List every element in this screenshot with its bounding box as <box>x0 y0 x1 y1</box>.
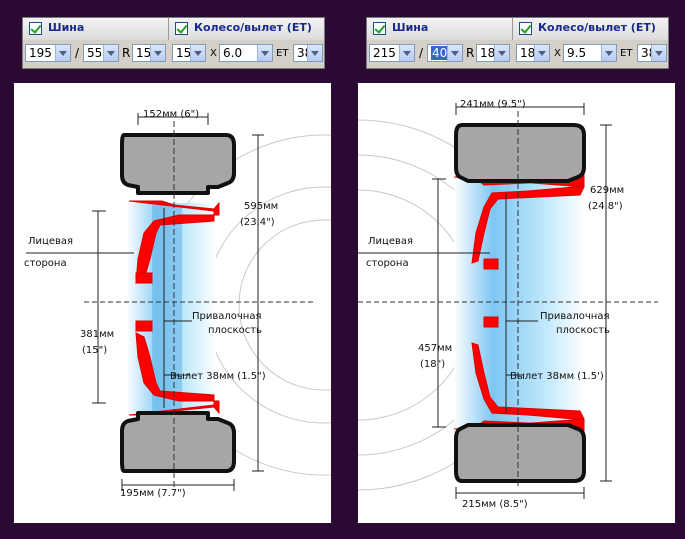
face-label-2: сторона <box>366 258 409 269</box>
tire-width-select[interactable]: 195 <box>25 44 71 62</box>
chevron-down-icon <box>55 45 70 61</box>
offset-label: Вылет 38мм (1.5') <box>510 371 604 382</box>
tire-sections <box>120 133 236 473</box>
chevron-down-icon <box>150 45 165 61</box>
wheel-diameter-value: 18 <box>520 46 536 60</box>
chevron-down-icon <box>399 45 414 61</box>
dimension-lines <box>26 113 264 491</box>
right-wheel-diagram: 241мм (9.5") 629мм (24.8") Лицевая сторо… <box>358 83 675 523</box>
tire-checkbox[interactable] <box>29 22 42 35</box>
mount-label-2: плоскость <box>556 325 610 336</box>
height-in-label: (23.4") <box>240 217 275 228</box>
top-width-label: 152мм (6") <box>143 109 199 120</box>
wheel-header: Колесо/вылет (ET) <box>169 18 324 40</box>
rim-width-value: 6.0 <box>223 46 243 60</box>
x-label: X <box>210 48 217 59</box>
height-in-label: (24.8") <box>588 201 623 212</box>
left-selectors: 195 / 55 R 15 15 X 6.0 ЕТ 38 <box>23 40 324 66</box>
top-width-label: 241мм (9.5") <box>460 99 526 110</box>
rim-barrel <box>454 181 584 431</box>
tire-diameter-select[interactable]: 15 <box>132 44 166 62</box>
dimension-lines <box>358 103 612 499</box>
tire-profile-select[interactable]: 40 <box>427 44 463 62</box>
et-label: ЕТ <box>620 48 633 59</box>
wheel-checkbox[interactable] <box>175 22 188 35</box>
slash: / <box>419 46 424 60</box>
tire-diameter-value: 18 <box>480 46 496 60</box>
chevron-down-icon <box>307 45 322 61</box>
chevron-down-icon <box>601 45 616 61</box>
wheel-label: Колесо/вылет (ET) <box>194 21 312 34</box>
rim-width-select[interactable]: 6.0 <box>219 44 273 62</box>
et-select[interactable]: 38 <box>637 44 667 62</box>
rim-hub-panel <box>152 205 182 411</box>
tire-diameter-select[interactable]: 18 <box>476 44 510 62</box>
chevron-down-icon <box>494 45 509 61</box>
wheel-label: Колесо/вылет (ET) <box>538 21 656 34</box>
chevron-down-icon <box>190 45 205 61</box>
tire-header: Шина <box>367 18 513 40</box>
right-selectors: 215 / 40 R 18 18 X 9.5 ЕТ 38 <box>367 40 668 66</box>
mount-label-1: Привалочная <box>540 311 610 322</box>
tire-checkbox[interactable] <box>373 22 386 35</box>
face-label-1: Лицевая <box>28 236 73 247</box>
bottom-width-label: 215мм (8.5") <box>462 499 528 510</box>
mount-label-2: плоскость <box>208 325 262 336</box>
wheel-diameter-select[interactable]: 15 <box>172 44 206 62</box>
left-wheel-svg: 152мм (6") 595мм (23.4") Лицевая сторона… <box>24 109 331 499</box>
tire-label: Шина <box>392 21 429 34</box>
rim-width-value: 9.5 <box>567 46 587 60</box>
chevron-down-icon <box>651 45 666 61</box>
slash: / <box>75 46 80 60</box>
height-mm-label: 629мм <box>590 185 624 196</box>
rim-width-select[interactable]: 9.5 <box>563 44 617 62</box>
offset-label: Вылет 38мм (1.5") <box>170 371 266 382</box>
tire-sections <box>454 123 586 483</box>
wheel-header: Колесо/вылет (ET) <box>513 18 668 40</box>
tire-width-value: 215 <box>373 46 396 60</box>
rim-mm-label: 381мм <box>80 329 114 340</box>
et-select[interactable]: 38 <box>293 44 323 62</box>
et-label: ЕТ <box>276 48 289 59</box>
tire-profile-value: 40 <box>431 46 449 60</box>
wheel-diameter-select[interactable]: 18 <box>516 44 550 62</box>
face-label-2: сторона <box>24 258 67 269</box>
wheel-diameter-value: 15 <box>176 46 192 60</box>
tire-width-select[interactable]: 215 <box>369 44 415 62</box>
tire-diameter-value: 15 <box>136 46 152 60</box>
tire-header: Шина <box>23 18 169 40</box>
right-controls: Шина Колесо/вылет (ET) 215 / 40 R 18 18 … <box>366 17 669 69</box>
chevron-down-icon <box>103 45 118 61</box>
chevron-down-icon <box>257 45 272 61</box>
chevron-down-icon <box>534 45 549 61</box>
x-label: X <box>554 48 561 59</box>
left-controls: Шина Колесо/вылет (ET) 195 / 55 R 15 15 … <box>22 17 325 69</box>
tire-profile-select[interactable]: 55 <box>83 44 119 62</box>
wheel-checkbox[interactable] <box>519 22 532 35</box>
face-label-1: Лицевая <box>368 236 413 247</box>
rim-mm-label: 457мм <box>418 343 452 354</box>
chevron-down-icon <box>447 45 462 61</box>
r-label: R <box>122 46 131 60</box>
tire-width-value: 195 <box>29 46 52 60</box>
rim-profile <box>128 200 220 416</box>
rim-in-label: (15") <box>82 345 107 356</box>
mount-label-1: Привалочная <box>192 311 262 322</box>
r-label: R <box>466 46 475 60</box>
tire-label: Шина <box>48 21 85 34</box>
right-wheel-svg: 241мм (9.5") 629мм (24.8") Лицевая сторо… <box>358 99 658 510</box>
rim-in-label: (18") <box>420 359 445 370</box>
height-mm-label: 595мм <box>244 201 278 212</box>
bottom-width-label: 195мм (7.7") <box>120 488 186 499</box>
tire-profile-value: 55 <box>87 46 103 60</box>
left-wheel-diagram: 152мм (6") 595мм (23.4") Лицевая сторона… <box>14 83 331 523</box>
